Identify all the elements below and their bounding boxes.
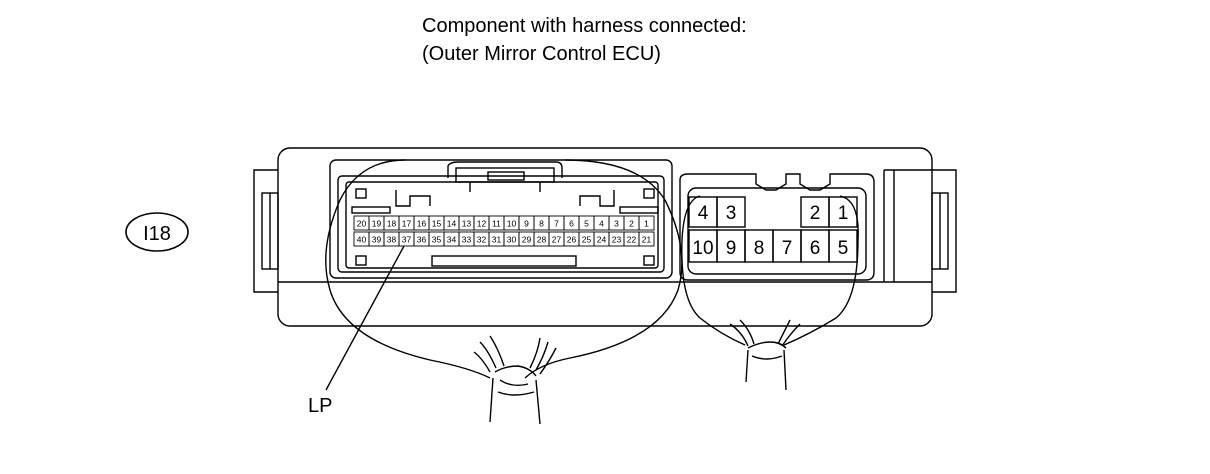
connector-id-badge: I18: [125, 212, 189, 252]
pin-number: 25: [582, 235, 592, 245]
pin-number: 10: [507, 219, 517, 229]
pin-number: 5: [838, 238, 849, 259]
pin-number: 20: [357, 219, 367, 229]
pin-number: 3: [726, 203, 737, 224]
pin-number: 28: [537, 235, 547, 245]
pin-number: 1: [644, 219, 649, 229]
pin-number: 14: [447, 219, 457, 229]
pin-number: 4: [599, 219, 604, 229]
pin-number: 23: [612, 235, 622, 245]
pin-number: 6: [569, 219, 574, 229]
ecu-housing: [253, 147, 957, 327]
pin-number: 37: [402, 235, 412, 245]
pin-number: 10: [692, 238, 713, 259]
diagram-title: Component with harness connected: (Outer…: [422, 12, 747, 68]
pin-number: 1: [838, 203, 849, 224]
pin-cell: [828, 229, 858, 263]
pin-number: 39: [372, 235, 382, 245]
lp-label: LP: [308, 395, 332, 417]
pin-number: 29: [522, 235, 532, 245]
pin-number: 2: [629, 219, 634, 229]
pin-number: 13: [462, 219, 472, 229]
pin-number: 2: [810, 203, 821, 224]
pin-number: 6: [810, 238, 821, 259]
pin-number: 7: [782, 238, 793, 259]
pin-number: 11: [492, 219, 501, 229]
pin-number: 21: [642, 235, 652, 245]
pin-cell: [638, 215, 655, 231]
pin-number: 40: [357, 235, 367, 245]
title-line-1: Component with harness connected:: [422, 15, 747, 37]
pin-cell: [638, 231, 655, 247]
pin-number: 36: [417, 235, 427, 245]
small-harness: [681, 195, 859, 391]
pin-number: 32: [477, 235, 487, 245]
pin-number: 8: [754, 238, 765, 259]
pin-cell: [716, 196, 746, 228]
pin-number: 26: [567, 235, 577, 245]
large-harness: [325, 159, 683, 425]
pin-number: 19: [372, 219, 382, 229]
connector-id-label: I18: [143, 223, 171, 245]
pin-number: 24: [597, 235, 607, 245]
pin-number: 31: [492, 235, 502, 245]
pin-number: 17: [402, 219, 412, 229]
title-line-2: (Outer Mirror Control ECU): [422, 43, 661, 65]
pin-number: 3: [614, 219, 619, 229]
pin-number: 18: [387, 219, 397, 229]
pin-number: 34: [447, 235, 457, 245]
pin-number: 22: [627, 235, 637, 245]
pin-number: 30: [507, 235, 517, 245]
pin-number: 16: [417, 219, 427, 229]
pin-number: 35: [432, 235, 442, 245]
pin-number: 9: [726, 238, 737, 259]
pin-number: 15: [432, 219, 442, 229]
pin-number: 33: [462, 235, 472, 245]
pin-number: 38: [387, 235, 397, 245]
pin-number: 12: [477, 219, 487, 229]
pin-number: 8: [539, 219, 544, 229]
pin-number: 27: [552, 235, 562, 245]
pin-number: 9: [524, 219, 529, 229]
pin-number: 5: [584, 219, 589, 229]
lp-callout: LP: [308, 245, 405, 417]
pin-number: 4: [698, 203, 709, 224]
pin-number: 7: [554, 219, 559, 229]
